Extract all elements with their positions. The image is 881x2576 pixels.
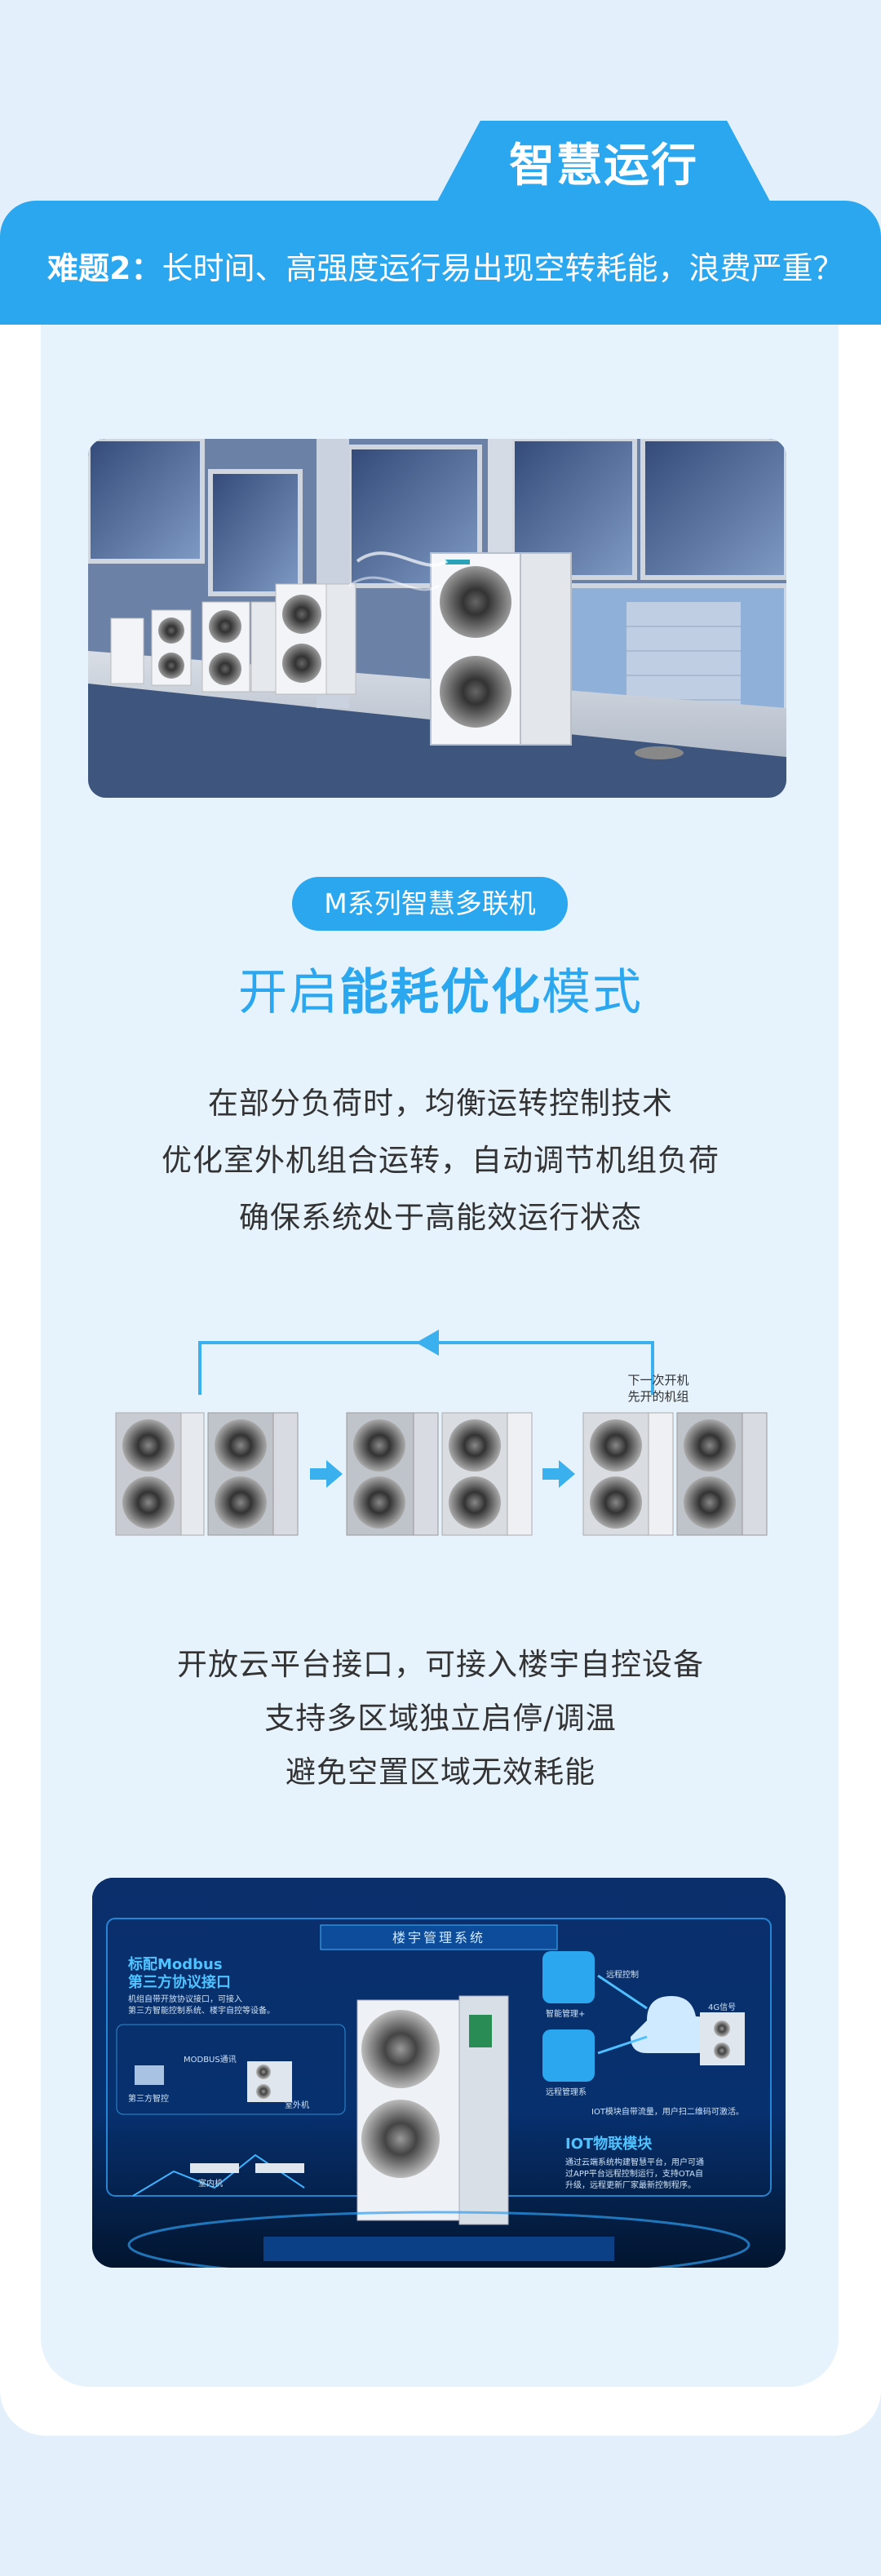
description-1-line-3: 确保系统处于高能效运行状态: [239, 1200, 642, 1235]
third-party-label: 第三方智控: [128, 2095, 169, 2104]
iot-desc-3: 升级，远程更新厂家最新控制程序。: [565, 2181, 696, 2190]
remote-control-label: 远程控制: [606, 1971, 639, 1980]
heading-suffix: 模式: [542, 964, 643, 1021]
annotation-line-2: 先开的机组: [627, 1389, 689, 1404]
modbus-desc-2: 第三方智能控制系统、楼宇自控等设备。: [128, 2007, 275, 2016]
outdoor-unit-label: 室外机: [285, 2101, 309, 2110]
description-2-line-3: 避免空置区域无效耗能: [286, 1755, 595, 1790]
heading-prefix: 开启: [238, 964, 339, 1021]
bms-title: 楼宇管理系统: [392, 1930, 485, 1945]
header-tab: [432, 121, 775, 210]
modbus-title-2: 第三方协议接口: [128, 1974, 231, 1991]
iot-title: IOT物联模块: [565, 2136, 653, 2153]
cloud-label-2: 远程管理系: [546, 2088, 587, 2097]
description-2-line-2: 支持多区域独立启停/调温: [264, 1701, 617, 1736]
unit-rotation-diagram: [115, 1330, 768, 1536]
heading-highlight: 能耗优化: [339, 964, 542, 1021]
description-1-line-1: 在部分负荷时，均衡运转控制技术: [208, 1086, 673, 1121]
indoor-unit-label: 室内机: [198, 2180, 223, 2189]
iot-desc-1: 通过云端系统构建智慧平台，用户可通: [565, 2158, 704, 2167]
modbus-title-1: 标配Modbus: [128, 1956, 223, 1973]
building-ac-photo: [88, 439, 786, 798]
iot-desc-2: 过APP平台远程控制运行，支持OTA自: [565, 2170, 703, 2179]
problem-label: 难题2：: [47, 250, 162, 286]
annotation-line-1: 下一次开机: [627, 1373, 689, 1388]
modbus-desc-1: 机组自带开放协议接口，可接入: [128, 1995, 242, 2004]
problem-banner: [0, 201, 881, 325]
product-series-pill: M系列智慧多联机: [292, 877, 568, 931]
problem-text: 难题2：长时间、高强度运行易出现空转耗能，浪费严重？: [47, 243, 843, 288]
next-start-annotation: 下一次开机 先开的机组: [605, 1372, 711, 1405]
description-2-line-1: 开放云平台接口，可接入楼宇自控设备: [177, 1647, 704, 1682]
problem-description: 长时间、高强度运行易出现空转耗能，浪费严重？: [162, 250, 844, 286]
modbus-comm-label: MODBUS通讯: [184, 2056, 237, 2065]
4g-signal-label: 4G信号: [708, 2003, 737, 2012]
iot-note: IOT模块自带流量，用户扫二维码可激活。: [591, 2108, 744, 2117]
section-title: 智慧运行: [509, 139, 698, 193]
cloud-label-1: 智能管理+: [546, 2010, 586, 2019]
description-1-line-2: 优化室外机组合运转，自动调节机组负荷: [162, 1143, 719, 1178]
feature-heading: 开启能耗优化模式: [0, 953, 881, 1024]
bms-illustration: 楼宇管理系统 标配Modbus 第三方协议接口 机组自带开放协议接口，可接入 第…: [92, 1878, 786, 2268]
